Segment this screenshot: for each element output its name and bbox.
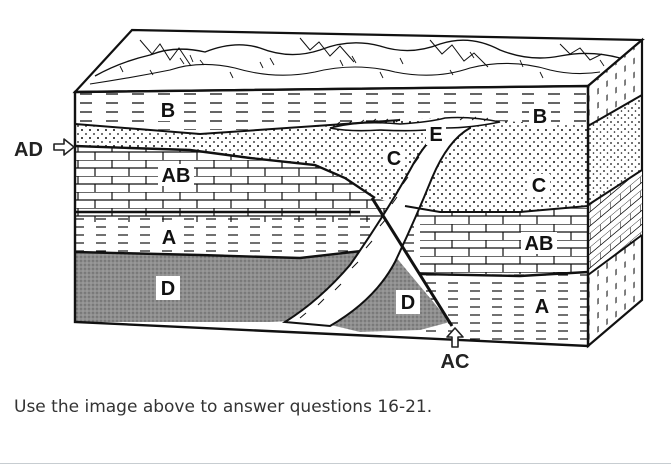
label-e-top: E (426, 123, 446, 146)
up-arrow-icon (446, 327, 464, 348)
label-d-center: D (396, 290, 420, 314)
label-c-right: C (528, 174, 550, 197)
label-ab-right: AB (521, 232, 557, 255)
label-a-right: A (531, 295, 553, 318)
svg-text:AC: AC (441, 351, 470, 373)
label-a-left: A (158, 226, 180, 249)
svg-text:AB: AB (162, 165, 191, 187)
land-surface (72, 28, 645, 94)
fault-ac (370, 197, 454, 327)
svg-text:A: A (162, 227, 176, 249)
svg-text:B: B (161, 100, 175, 122)
label-d-left: D (156, 276, 180, 300)
side-face (586, 37, 644, 349)
svg-text:C: C (532, 175, 546, 197)
right-arrow-icon (53, 138, 75, 156)
svg-text:AD: AD (14, 139, 43, 161)
svg-text:E: E (429, 124, 442, 146)
label-b-right: B (529, 105, 551, 128)
svg-text:D: D (161, 278, 175, 300)
svg-text:C: C (387, 148, 401, 170)
svg-text:D: D (401, 292, 415, 314)
geologic-block-diagram: B B AB AB A A C C D D E AD (14, 28, 645, 373)
ad-marker: AD (14, 138, 75, 161)
svg-text:B: B (533, 106, 547, 128)
front-face (73, 84, 590, 348)
label-b-left: B (158, 99, 178, 122)
divider (0, 463, 671, 464)
ac-marker: AC (441, 327, 470, 373)
label-c-center: C (383, 147, 405, 170)
question-instructions: Use the image above to answer questions … (14, 397, 433, 417)
svg-text:A: A (535, 296, 549, 318)
label-ab-left: AB (158, 164, 194, 187)
svg-text:AB: AB (525, 233, 554, 255)
